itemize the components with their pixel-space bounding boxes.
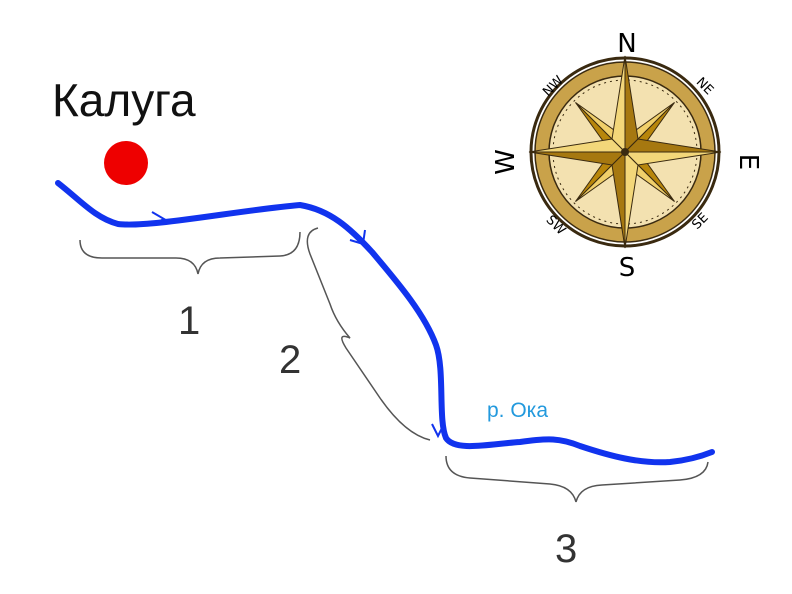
segment-2-label: 2 [279,338,301,382]
flow-direction-arrow-icon [150,211,167,226]
segment-1-label: 1 [178,299,200,343]
city-marker-icon [104,141,148,185]
compass-north-label: N [617,29,636,59]
compass-rose-icon [528,55,722,249]
river-label: р. Ока [487,399,548,422]
segment-3-label: 3 [555,527,577,571]
river-line [55,180,715,466]
segment-2-brace [306,227,431,441]
segment-3-brace [445,455,709,503]
flow-direction-arrow-icon [431,423,445,439]
compass-south-label: S [619,253,636,283]
compass-west-label: W [491,149,521,175]
flow-direction-arrow-icon [349,229,366,246]
segment-1-brace [79,231,301,275]
compass-east-label: E [733,154,763,170]
city-label: Калуга [52,74,196,126]
